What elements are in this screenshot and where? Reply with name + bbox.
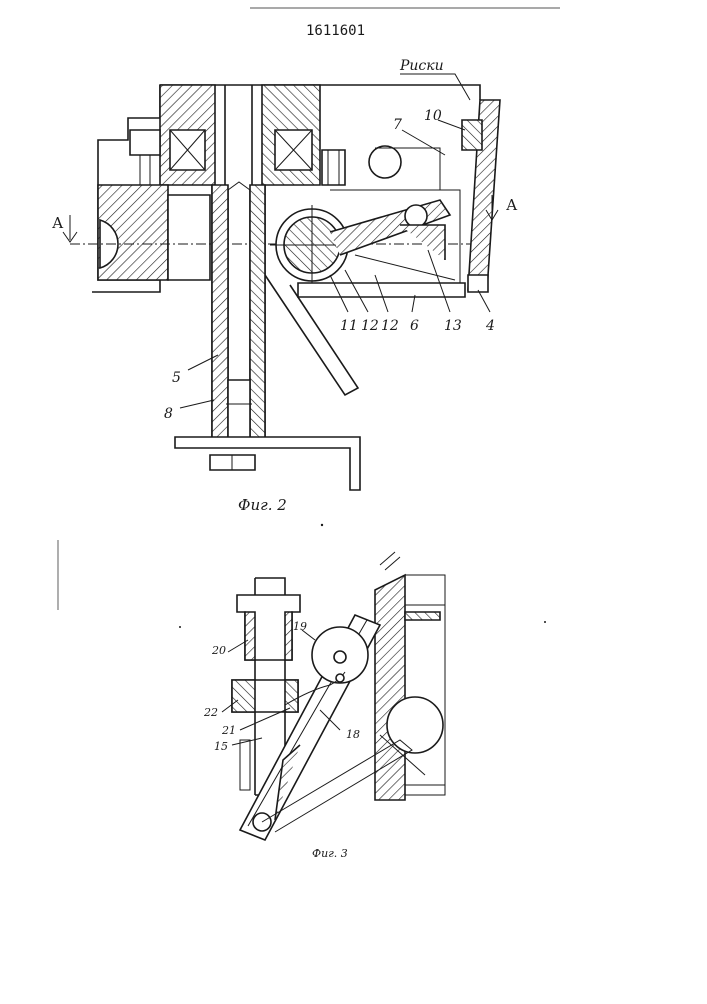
label-21: 21 xyxy=(221,724,236,737)
fig3-column-notch xyxy=(240,740,250,790)
label-19: 19 xyxy=(293,620,307,633)
label-15: 15 xyxy=(214,740,228,753)
item-4-plate xyxy=(468,275,488,292)
stem-right-wall xyxy=(250,185,265,445)
label-12b: 12 xyxy=(381,318,399,334)
document-number: 1611601 xyxy=(306,23,365,39)
label-18: 18 xyxy=(346,728,360,741)
left-screw-shank xyxy=(140,155,150,188)
fig3-right-wall xyxy=(375,575,405,800)
riski-leader xyxy=(400,74,470,100)
section-mark-left: А xyxy=(52,214,64,232)
right-screw xyxy=(322,150,345,185)
label-7: 7 xyxy=(393,117,402,133)
leader-13 xyxy=(428,250,450,312)
leader-4 xyxy=(478,290,490,312)
figure-3-caption: Фиг. 3 xyxy=(312,847,348,860)
fig3-spring-anchor xyxy=(336,674,344,682)
item-10-block xyxy=(462,120,482,150)
shaft-bore xyxy=(225,85,252,185)
label-20: 20 xyxy=(211,644,226,657)
fig3-top-flange xyxy=(405,575,445,605)
item-13-block xyxy=(400,225,445,260)
left-screw-head xyxy=(130,130,160,155)
riski-label: Риски xyxy=(399,58,444,74)
label-22: 22 xyxy=(203,706,218,719)
left-cavity xyxy=(168,195,210,280)
cam-slope xyxy=(355,255,455,280)
label-8: 8 xyxy=(164,406,173,422)
label-10: 10 xyxy=(424,108,442,124)
label-13: 13 xyxy=(444,318,462,334)
fig3-cam-roller xyxy=(387,697,443,753)
figure-2-caption: Фиг. 2 xyxy=(238,496,287,514)
leader-8 xyxy=(180,400,214,408)
stem-left-wall xyxy=(212,185,228,445)
break-mark xyxy=(380,552,400,570)
figure-3: 19 20 22 21 15 18 Фиг. 3 xyxy=(203,552,445,860)
leader-15 xyxy=(232,738,262,745)
label-6: 6 xyxy=(410,318,419,334)
label-12a: 12 xyxy=(361,318,379,334)
link-pivot-right xyxy=(405,205,427,227)
leader-7 xyxy=(402,130,445,155)
fig3-roller-axle xyxy=(334,651,346,663)
page-header: 1611601 xyxy=(250,8,560,39)
figure-2: А А xyxy=(52,58,518,514)
scan-specks xyxy=(58,524,546,628)
inner-rod xyxy=(228,190,250,380)
section-arrow-left xyxy=(63,215,77,242)
threaded-plug xyxy=(228,380,250,445)
inner-rod-tip xyxy=(228,182,250,190)
section-mark-right: А xyxy=(506,196,518,214)
upper-ball xyxy=(369,146,401,178)
label-4: 4 xyxy=(485,318,495,334)
base-bracket xyxy=(175,437,360,490)
label-5: 5 xyxy=(172,370,181,386)
leader-10 xyxy=(438,120,465,130)
label-11: 11 xyxy=(340,318,358,334)
fig3-flange-strip xyxy=(405,612,440,620)
